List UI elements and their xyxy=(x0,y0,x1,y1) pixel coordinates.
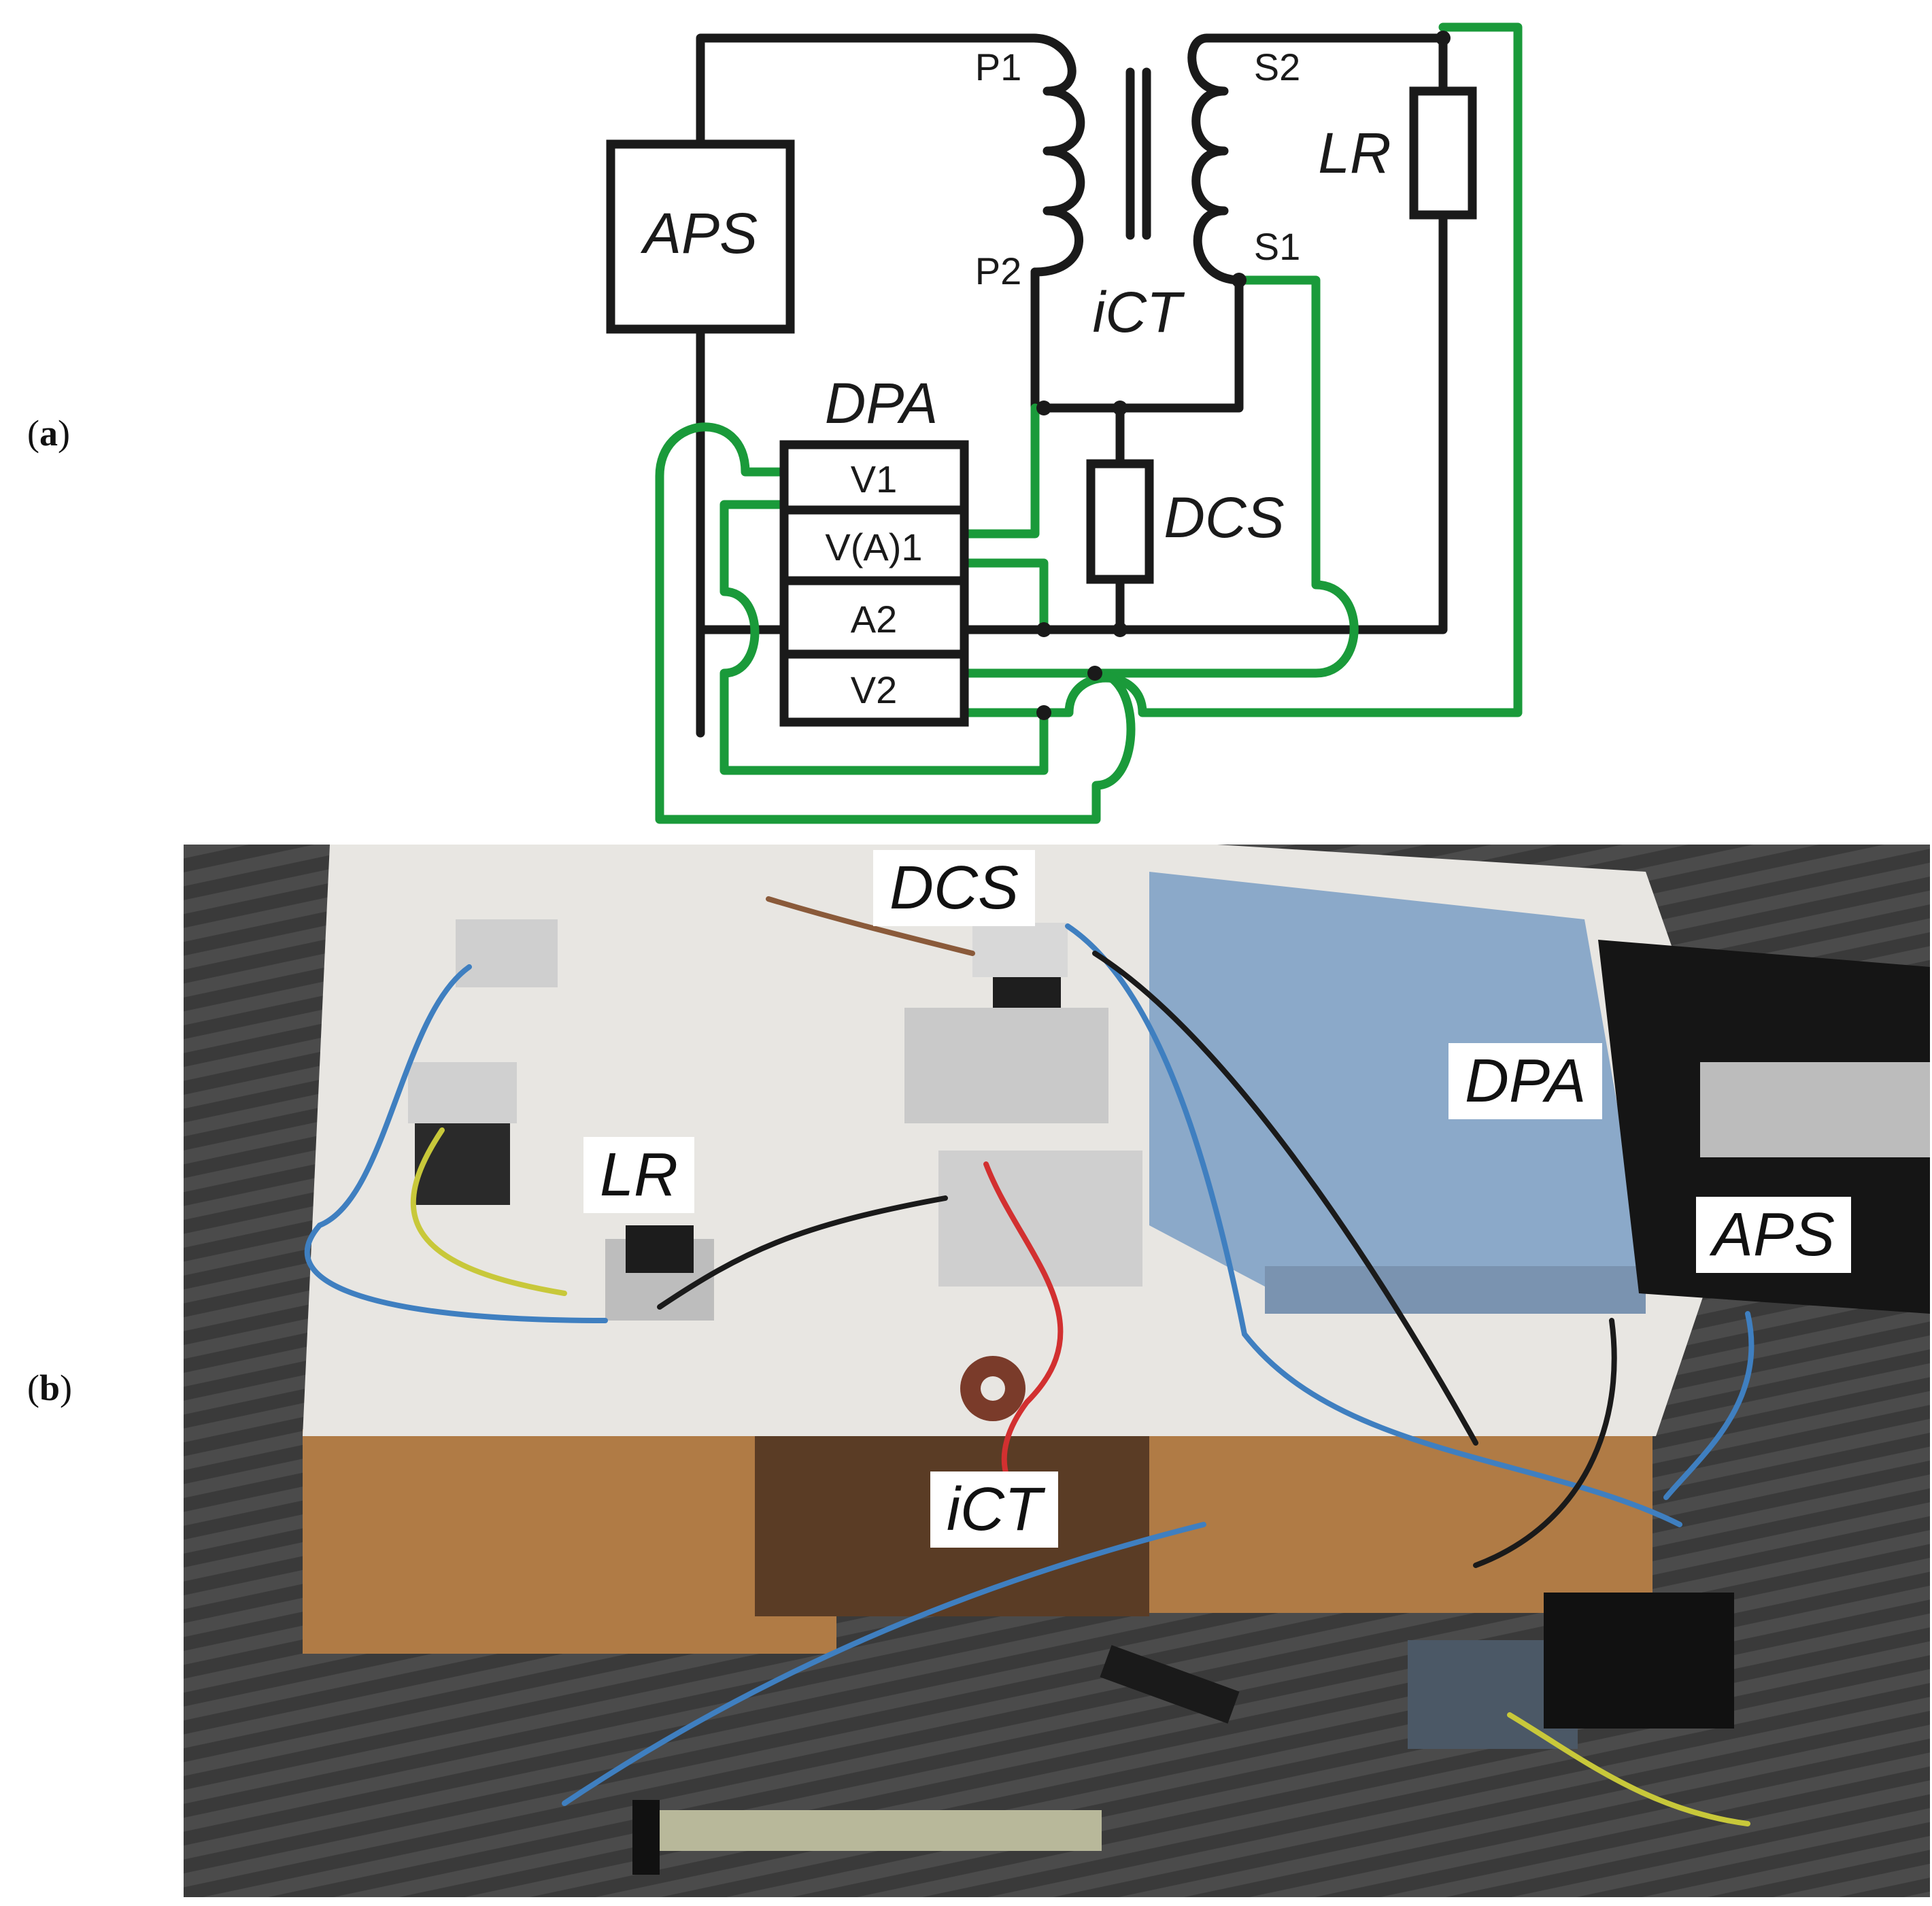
panel-label-b: (b) xyxy=(27,1367,73,1408)
aps-block xyxy=(606,139,795,334)
junction-dots xyxy=(1036,31,1451,720)
panel-letter-b: b xyxy=(39,1367,61,1408)
wire-v1-return xyxy=(719,500,1049,775)
ict-secondary-coil xyxy=(1187,33,1244,285)
panel-letter-a: a xyxy=(39,413,58,454)
lr-resistor xyxy=(1409,86,1477,220)
circuit-schematic: APS LR DCS iCT P1 P2 S2 S1 DPA V1 V(A)1 … xyxy=(606,22,1523,824)
wire-s2-lr xyxy=(1202,33,1448,96)
terminal-s1: S1 xyxy=(1254,225,1301,268)
junction-v2-lower xyxy=(1036,705,1051,720)
ict-label: iCT xyxy=(1093,280,1185,344)
terminal-boxes xyxy=(904,923,1142,1287)
lab-setup-photo: DCS DPA LR APS iCT xyxy=(184,845,1930,1897)
dcs-label: DCS xyxy=(1164,486,1284,549)
wire-va1-junction xyxy=(960,403,1040,539)
dpa-label: DPA xyxy=(825,371,938,435)
photo-tag-dcs: DCS xyxy=(873,850,1036,926)
photo-tag-aps: APS xyxy=(1696,1197,1852,1273)
dcs-resistor xyxy=(1086,459,1154,584)
lr-heatsinks xyxy=(408,919,714,1321)
junction-s1 xyxy=(1232,273,1247,288)
wire-aps-p1 xyxy=(696,33,1038,149)
dpa-channel-label-v1: V1 xyxy=(851,458,898,500)
junction-s2-lr xyxy=(1436,31,1451,46)
terminal-p2: P2 xyxy=(975,250,1022,292)
dpa-instrument xyxy=(1149,872,1646,1287)
junction-a2-1 xyxy=(1036,622,1051,637)
dpa-channel-stack: V1 V(A)1 A2 V2 xyxy=(779,440,969,727)
photo-tag-lr: LR xyxy=(583,1137,695,1213)
power-strip xyxy=(1100,1645,1240,1724)
wire-s1-v2 xyxy=(960,275,1359,678)
aps-label: APS xyxy=(640,201,758,265)
lab-setup-illustration xyxy=(184,845,1930,1897)
junction-p2-row xyxy=(1036,401,1051,415)
terminal-p1: P1 xyxy=(975,46,1022,88)
dpa-channel-label-v2: V2 xyxy=(851,668,898,711)
junction-dcs-bottom xyxy=(1113,622,1128,637)
photo-tag-ict: iCT xyxy=(930,1471,1058,1548)
ict-primary-coil xyxy=(1029,33,1085,277)
panel-label-a: (a) xyxy=(27,413,70,454)
rheostat xyxy=(653,1810,1102,1851)
junction-dcs-top xyxy=(1113,401,1128,415)
aps-top-device xyxy=(1700,1062,1930,1157)
terminal-s2: S2 xyxy=(1254,46,1301,88)
measurement-wiring xyxy=(655,22,1523,824)
wire-junction-s1 xyxy=(1030,275,1244,413)
wire-a2-loop xyxy=(960,558,1049,634)
dpa-channel-label-va1: V(A)1 xyxy=(825,526,922,568)
dpa-channel-a2 xyxy=(779,576,969,659)
wire-v1-loop xyxy=(655,422,1136,824)
lr-label: LR xyxy=(1318,121,1391,185)
dpa-front-panel xyxy=(1265,1266,1646,1314)
dpa-channel-label-a2: A2 xyxy=(851,598,898,641)
dpa-channel-v1 xyxy=(779,440,969,515)
photo-tag-dpa: DPA xyxy=(1448,1043,1603,1119)
dpa-channel-v2 xyxy=(779,649,969,727)
junction-v2-upper xyxy=(1087,666,1102,681)
